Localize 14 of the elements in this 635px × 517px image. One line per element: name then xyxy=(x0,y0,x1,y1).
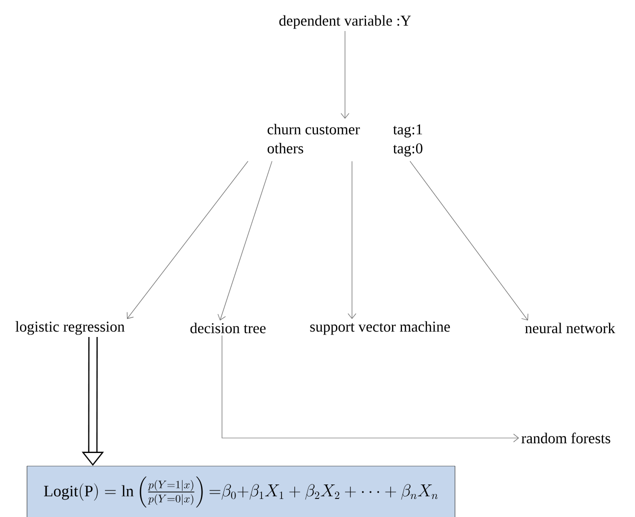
model-label: support vector machine xyxy=(310,321,450,335)
arrow xyxy=(222,335,520,442)
arrow xyxy=(340,30,350,119)
model-label: neural network xyxy=(525,322,616,334)
model-label: decision tree xyxy=(190,322,266,334)
model-label: logistic regression xyxy=(16,321,125,335)
arrow xyxy=(348,160,356,319)
arrow xyxy=(126,160,248,319)
model-label: random forests xyxy=(522,432,610,444)
arrow xyxy=(218,160,272,321)
class-label-table: churn customer tag:1 others tag:0 xyxy=(268,124,422,157)
formula-box: $\mathrm{Logit(P)=ln}\left(\frac{p(Y=1|x)}{p(Y=0|x)}\right)\mathrm{=}\beta_0\mathrm{+}\beta_1 X_1+\beta_2 X_2+\cdots+\beta_n X_n$ xyxy=(26,466,456,517)
arrow xyxy=(410,160,528,321)
variable-label: dependent variable :Y xyxy=(279,15,411,29)
